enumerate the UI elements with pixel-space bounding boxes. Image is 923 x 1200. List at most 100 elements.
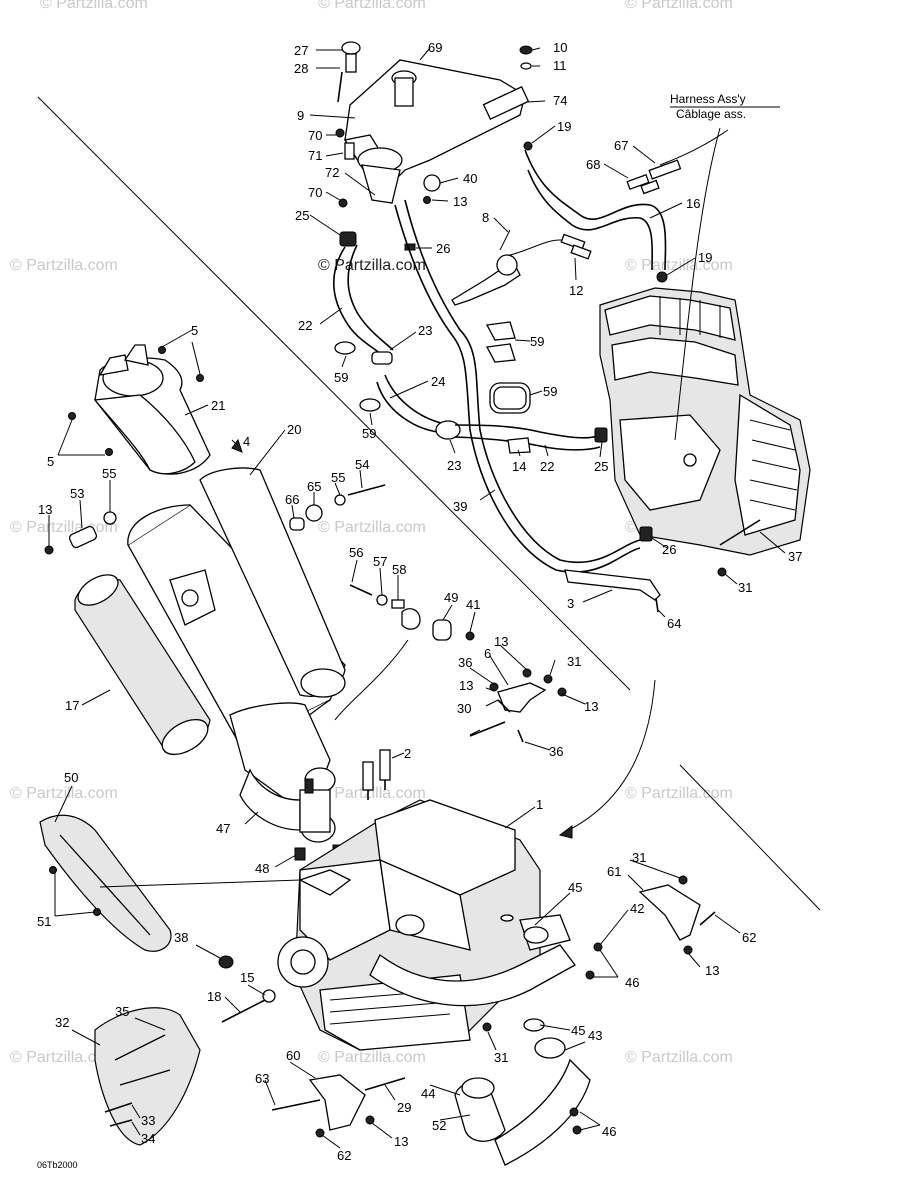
- part-number[interactable]: 49: [444, 590, 458, 605]
- part-number[interactable]: 34: [141, 1131, 155, 1146]
- part-number[interactable]: 11: [553, 58, 567, 73]
- part-number[interactable]: 31: [632, 850, 646, 865]
- part-number[interactable]: 62: [742, 930, 756, 945]
- part-number[interactable]: 65: [307, 479, 321, 494]
- part-number[interactable]: 70: [308, 185, 322, 200]
- part-number[interactable]: 25: [295, 208, 309, 223]
- part-number[interactable]: 59: [530, 334, 544, 349]
- part-number[interactable]: 5: [191, 323, 198, 338]
- part-number[interactable]: 40: [463, 171, 477, 186]
- part-number[interactable]: 70: [308, 128, 322, 143]
- part-number[interactable]: 48: [255, 861, 269, 876]
- part-number[interactable]: 28: [294, 61, 308, 76]
- part-number[interactable]: 58: [392, 562, 406, 577]
- part-number[interactable]: 57: [373, 554, 387, 569]
- part-number[interactable]: 42: [630, 901, 644, 916]
- part-number[interactable]: 20: [287, 422, 301, 437]
- part-number[interactable]: 4: [243, 434, 250, 449]
- part-number[interactable]: 13: [459, 678, 473, 693]
- part-number[interactable]: 3: [567, 596, 574, 611]
- part-number[interactable]: 13: [584, 699, 598, 714]
- part-number[interactable]: 60: [286, 1048, 300, 1063]
- part-number[interactable]: 72: [325, 165, 339, 180]
- part-number[interactable]: 45: [571, 1023, 585, 1038]
- part-number[interactable]: 45: [568, 880, 582, 895]
- screw-5c: [68, 412, 76, 420]
- part-number[interactable]: 19: [698, 250, 712, 265]
- part-number[interactable]: 5: [47, 454, 54, 469]
- part-number[interactable]: 23: [447, 458, 461, 473]
- part-number[interactable]: 31: [738, 580, 752, 595]
- part-number[interactable]: 74: [553, 93, 567, 108]
- part-number[interactable]: 15: [240, 970, 254, 985]
- part-number[interactable]: 46: [625, 975, 639, 990]
- part-number[interactable]: 61: [607, 864, 621, 879]
- part-number[interactable]: 44: [421, 1086, 435, 1101]
- part-number[interactable]: 43: [588, 1028, 602, 1043]
- part-number[interactable]: 8: [482, 210, 489, 225]
- part-number[interactable]: 55: [102, 466, 116, 481]
- part-number[interactable]: 35: [115, 1004, 129, 1019]
- part-number[interactable]: 6: [484, 646, 491, 661]
- part-number[interactable]: 53: [70, 486, 84, 501]
- part-number[interactable]: 71: [308, 148, 322, 163]
- part-number[interactable]: 13: [705, 963, 719, 978]
- part-number[interactable]: 59: [543, 384, 557, 399]
- part-number[interactable]: 24: [431, 374, 445, 389]
- part-number[interactable]: 47: [216, 821, 230, 836]
- part-number[interactable]: 14: [512, 459, 526, 474]
- part-number[interactable]: 22: [540, 459, 554, 474]
- part-number[interactable]: 13: [394, 1134, 408, 1149]
- part-number[interactable]: 36: [549, 744, 563, 759]
- part-number[interactable]: 69: [428, 40, 442, 55]
- part-number[interactable]: 33: [141, 1113, 155, 1128]
- part-number[interactable]: 50: [64, 770, 78, 785]
- part-number[interactable]: 37: [788, 549, 802, 564]
- part-number[interactable]: 68: [586, 157, 600, 172]
- part-number[interactable]: 21: [211, 398, 225, 413]
- part-number[interactable]: 18: [207, 989, 221, 1004]
- part-number[interactable]: 41: [466, 597, 480, 612]
- part-number[interactable]: 67: [614, 138, 628, 153]
- watermark: © Partzilla.com: [10, 257, 118, 274]
- part-number[interactable]: 29: [397, 1100, 411, 1115]
- part-number[interactable]: 38: [174, 930, 188, 945]
- part-number[interactable]: 1: [536, 797, 543, 812]
- part-number[interactable]: 2: [404, 746, 411, 761]
- part-number[interactable]: 22: [298, 318, 312, 333]
- part-number[interactable]: 56: [349, 545, 363, 560]
- part-number[interactable]: 39: [453, 499, 467, 514]
- part-number[interactable]: 31: [494, 1050, 508, 1065]
- part-number[interactable]: 66: [285, 492, 299, 507]
- part-number[interactable]: 51: [37, 914, 51, 929]
- part-number[interactable]: 13: [453, 194, 467, 209]
- part-number[interactable]: 62: [337, 1148, 351, 1163]
- part-number[interactable]: 52: [432, 1118, 446, 1133]
- part-number[interactable]: 16: [686, 196, 700, 211]
- watermark: © Partzilla.com: [318, 257, 426, 274]
- part-number[interactable]: 13: [38, 502, 52, 517]
- part-number[interactable]: 46: [602, 1124, 616, 1139]
- part-number[interactable]: 36: [458, 655, 472, 670]
- part-number[interactable]: 13: [494, 634, 508, 649]
- part-number[interactable]: 27: [294, 43, 308, 58]
- part-number[interactable]: 55: [331, 470, 345, 485]
- part-number[interactable]: 54: [355, 457, 369, 472]
- part-number[interactable]: 9: [297, 108, 304, 123]
- part-number[interactable]: 26: [662, 542, 676, 557]
- part-number[interactable]: 19: [557, 119, 571, 134]
- part-number[interactable]: 26: [436, 241, 450, 256]
- part-number[interactable]: 31: [567, 654, 581, 669]
- part-number[interactable]: 30: [457, 701, 471, 716]
- part-number[interactable]: 64: [667, 616, 681, 631]
- part-number[interactable]: 17: [65, 698, 79, 713]
- part-number[interactable]: 32: [55, 1015, 69, 1030]
- bracket-61: [638, 884, 701, 941]
- part-number[interactable]: 12: [569, 283, 583, 298]
- part-number[interactable]: 10: [553, 40, 567, 55]
- part-number[interactable]: 59: [334, 370, 348, 385]
- part-number[interactable]: 25: [594, 459, 608, 474]
- part-number[interactable]: 63: [255, 1071, 269, 1086]
- part-number[interactable]: 23: [418, 323, 432, 338]
- part-number[interactable]: 59: [362, 426, 376, 441]
